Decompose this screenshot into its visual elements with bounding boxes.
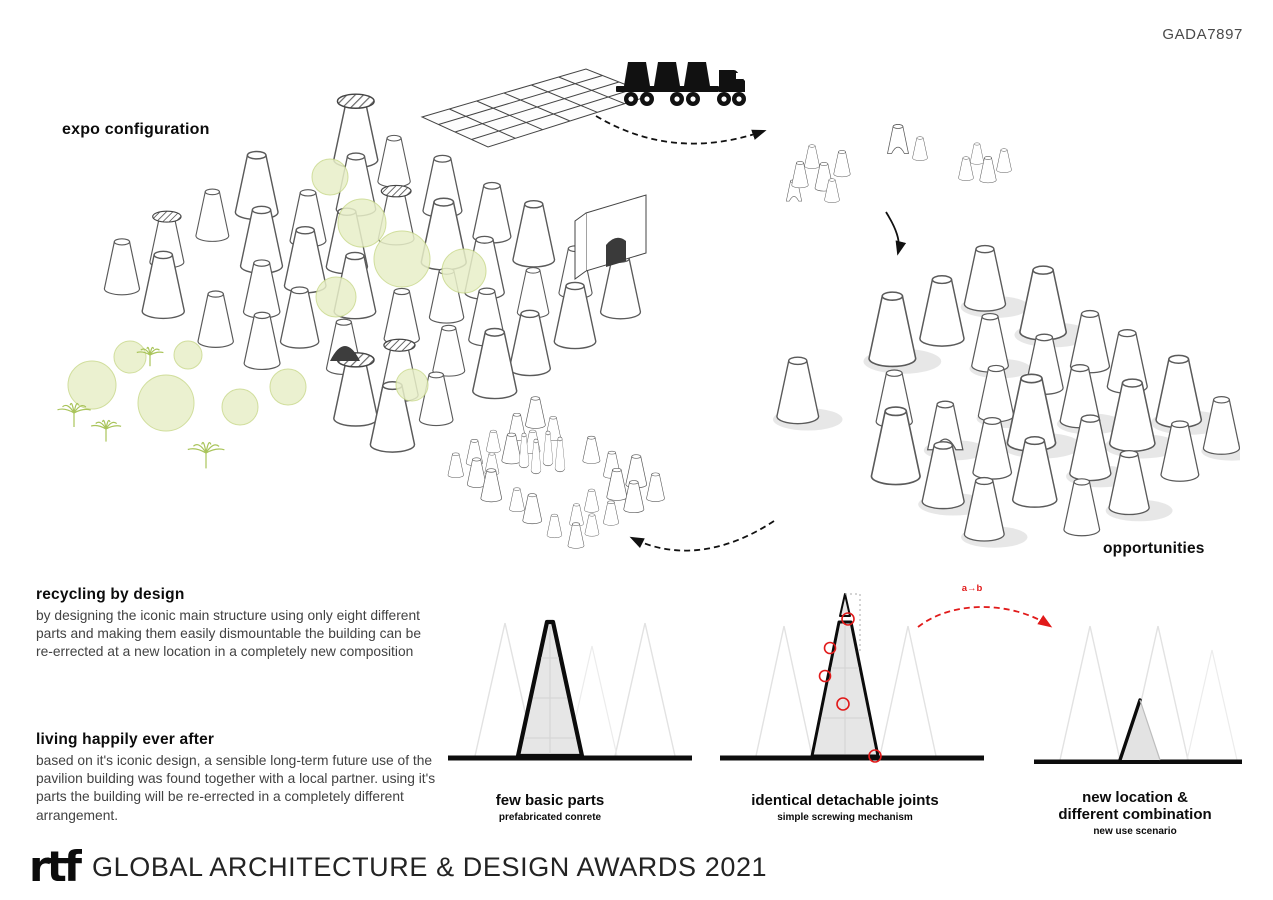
- awards-title: GLOBAL ARCHITECTURE & DESIGN AWARDS 2021: [92, 851, 768, 882]
- truck-icon: [616, 62, 746, 106]
- section-recycling: recycling by design by designing the ico…: [36, 586, 424, 662]
- step-3-subtitle: new use scenario: [1093, 825, 1177, 837]
- step-1-subtitle: prefabricated conrete: [498, 811, 602, 823]
- expo-configuration-illustration: [57, 68, 650, 469]
- a-to-b-annotation: a→b: [961, 583, 983, 594]
- step-1-diagram: [448, 619, 692, 761]
- living-body: based on it's iconic design, a sensible …: [36, 753, 436, 823]
- step-1-title: few basic parts: [495, 792, 605, 809]
- opportunities-illustration: [773, 244, 1240, 548]
- step-2-diagram: [720, 593, 984, 763]
- board-code: GADA7897: [1162, 26, 1243, 43]
- rtf-logo-text: rtf: [29, 845, 82, 889]
- step-3-diagram: [1034, 625, 1242, 764]
- dismounted-parts-illustration: [785, 124, 1012, 203]
- step-2-label: identical detachable joints simple screw…: [725, 792, 965, 823]
- rtf-logo: rtf: [29, 845, 82, 889]
- footer: rtf GLOBAL ARCHITECTURE & DESIGN AWARDS …: [28, 845, 767, 889]
- section-living: living happily ever after based on it's …: [36, 731, 436, 825]
- recycling-title: recycling by design: [36, 586, 185, 603]
- recycling-body: by designing the iconic main structure u…: [36, 608, 422, 660]
- step-2-title: identical detachable joints: [751, 792, 939, 809]
- opportunities-label: opportunities: [1103, 540, 1205, 557]
- living-title: living happily ever after: [36, 731, 215, 748]
- step-1-label: few basic parts prefabricated conrete: [430, 792, 670, 823]
- step-2-subtitle: simple screwing mechanism: [777, 811, 913, 823]
- expo-configuration-label: expo configuration: [62, 121, 210, 138]
- step-3-title: new location & different combination: [1058, 789, 1212, 823]
- new-composition-illustration: [447, 396, 665, 549]
- step-3-label: new location & different combination new…: [1017, 789, 1253, 837]
